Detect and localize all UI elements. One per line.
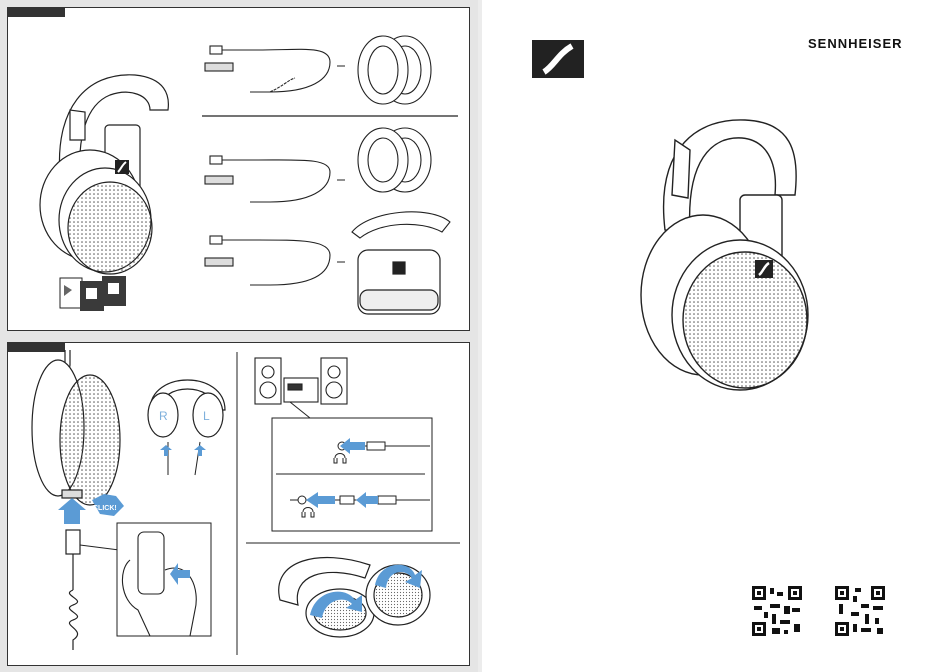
left-channel-label: L: [203, 409, 210, 423]
cable-illustration: [205, 46, 330, 92]
qr-code-icon: [752, 586, 802, 636]
stereo-system-illustration: [255, 358, 347, 404]
ear-cup-side-illustration: [32, 350, 120, 505]
brand-wordmark: SENNHEISER: [808, 36, 903, 51]
earpads-illustration: [358, 36, 431, 104]
sennheiser-logo-icon-small: [755, 260, 773, 278]
headband-pad-illustration: [352, 212, 450, 238]
sennheiser-logo-icon-large: [532, 40, 584, 78]
product-headphone-illustration: [641, 120, 808, 390]
sennheiser-logo-icon: [115, 160, 129, 174]
documents-icon: [60, 276, 126, 311]
carry-case-illustration: [358, 250, 440, 314]
right-channel-label: R: [159, 409, 168, 423]
click-callout-text: CLICK!: [93, 505, 117, 512]
headphone-illustration: [40, 75, 168, 274]
qr-code-icon-2: [835, 586, 885, 636]
